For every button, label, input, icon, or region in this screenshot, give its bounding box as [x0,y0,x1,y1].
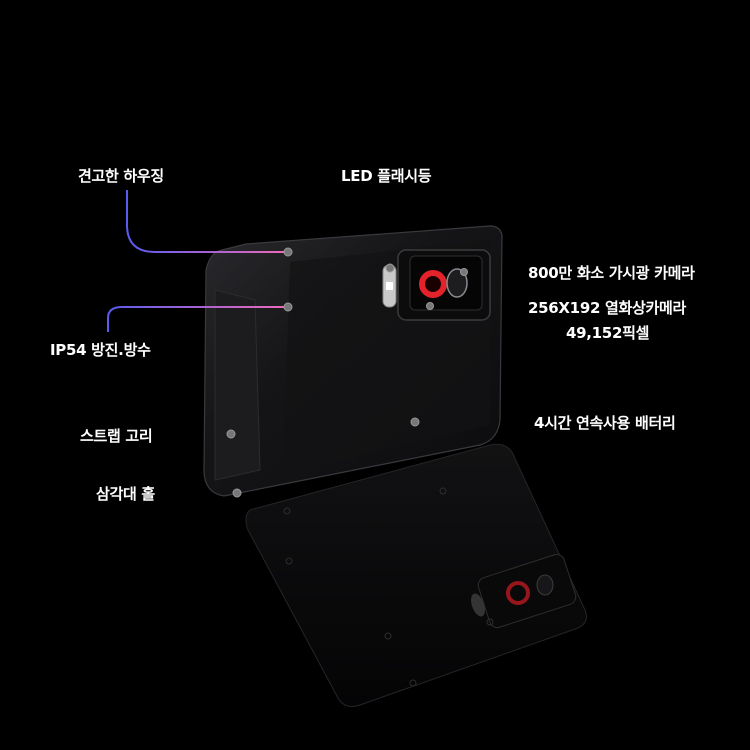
callout-lines [107,190,527,494]
callout-tripod-hole: 삼각대 홀 [96,485,155,503]
callout-thermal-pixels: 49,152픽셀 [566,324,650,342]
thermal-camera-device [203,225,503,497]
callout-visible-camera: 800만 화소 가시광 카메라 [528,264,695,282]
callout-ip54: IP54 방진.방수 [50,341,151,359]
callout-thermal-camera: 256X192 열화상카메라 [528,299,687,317]
callout-strap-hook: 스트랩 고리 [80,427,153,445]
callout-led-flash: LED 플래시등 [341,167,432,185]
device-reflection [245,443,587,707]
callout-battery: 4시간 연속사용 배터리 [534,414,676,432]
line-ip54 [107,306,288,332]
callout-dots [226,247,468,498]
callout-housing: 견고한 하우징 [78,167,164,185]
line-housing [126,190,288,253]
